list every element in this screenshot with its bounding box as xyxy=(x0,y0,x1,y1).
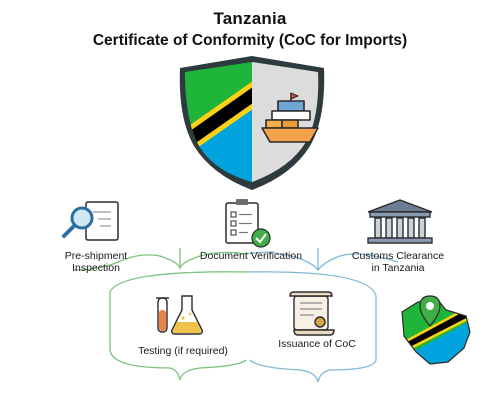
customs-building-icon xyxy=(367,199,433,244)
step-label-document-verification: Document Verification xyxy=(199,250,303,262)
page-title: Tanzania xyxy=(213,9,287,28)
cargo-ship-icon xyxy=(261,92,319,143)
lab-flasks-icon xyxy=(156,295,203,335)
step-label-testing: Testing (if required) xyxy=(138,345,228,357)
magnifier-document-icon xyxy=(62,201,119,241)
certificate-scroll-icon xyxy=(289,291,335,336)
flow-connectors xyxy=(73,248,399,383)
page-subtitle: Certificate of Conformity (CoC for Impor… xyxy=(92,32,408,49)
tanzania-map-pin-icon xyxy=(401,295,471,365)
checklist-clipboard-icon xyxy=(225,199,271,248)
shield-flag-icon xyxy=(179,56,325,190)
step-label-issuance-of-coc: Issuance of CoC xyxy=(278,338,356,350)
